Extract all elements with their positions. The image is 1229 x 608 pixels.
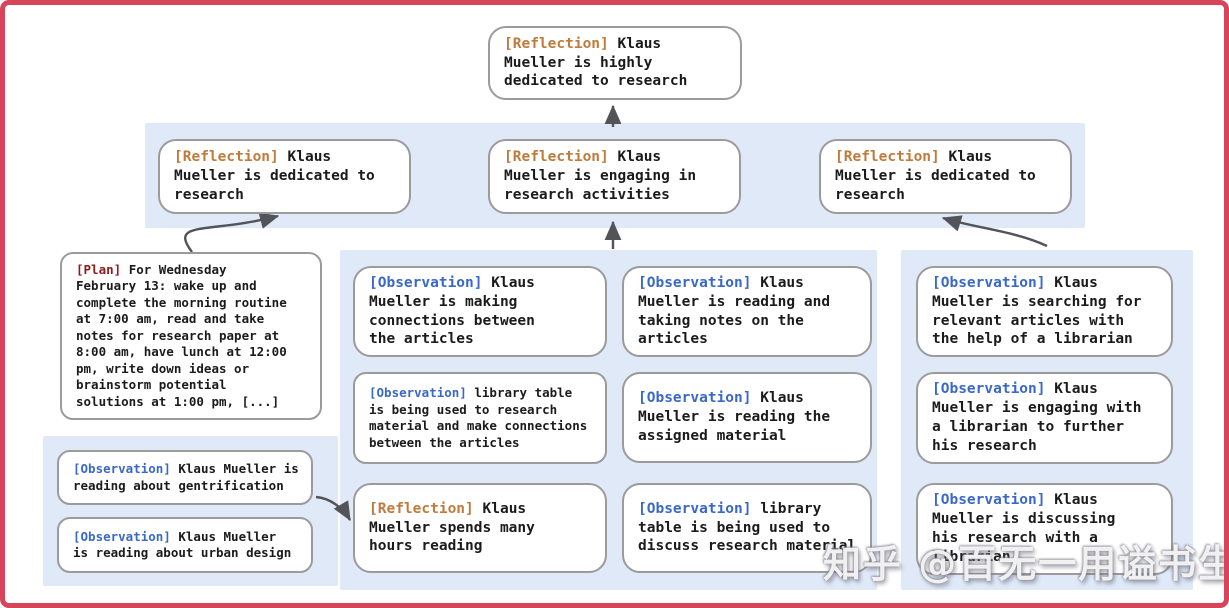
node-observation-mid1-col1: [Observation] Klaus Mueller is making co… [353, 266, 607, 357]
node-observation-left-1: [Observation] Klaus Mueller is reading a… [57, 450, 313, 505]
node-observation-right-3: [Observation] Klaus Mueller is discussin… [916, 483, 1173, 575]
node-text: [Reflection] Klaus Mueller is dedicated … [174, 148, 399, 205]
node-body-text: library table is being used to research … [369, 385, 588, 450]
node-body-text: For Wednesday February 13: wake up and c… [76, 261, 287, 409]
reflection-tag-label: [Reflection] [835, 149, 940, 166]
node-text: [Plan] For Wednesday February 13: wake u… [76, 262, 310, 411]
node-observation-mid2-col1: [Observation] library table is being use… [353, 372, 607, 464]
node-body-text: Klaus Mueller is highly dedicated to res… [504, 35, 688, 90]
node-body-text: Klaus Mueller is dedicated to research [174, 149, 375, 203]
observation-tag-label: [Observation] [932, 274, 1046, 291]
node-reflection-l2-2: [Reflection] Klaus Mueller is engaging i… [488, 139, 741, 214]
observation-tag-label: [Observation] [369, 385, 467, 400]
node-body-text: Klaus Mueller is reading about gentrific… [73, 461, 299, 493]
node-text: [Reflection] Klaus Mueller spends many h… [369, 500, 595, 557]
node-body-text: library table is being used to discuss r… [638, 500, 857, 555]
node-text: [Reflection] Klaus Mueller is engaging i… [504, 148, 729, 205]
reflection-tag-label: [Reflection] [369, 500, 474, 517]
node-body-text: Klaus Mueller is engaging in research ac… [504, 149, 697, 203]
node-body-text: Klaus Mueller is making connections betw… [369, 274, 535, 348]
observation-tag-label: [Observation] [638, 390, 752, 407]
node-text: [Observation] Klaus Mueller is searching… [932, 274, 1161, 349]
node-text: [Observation] library table is being use… [638, 500, 860, 557]
observation-tag-label: [Observation] [638, 500, 752, 517]
node-observation-left-2: [Observation] Klaus Mueller is reading a… [57, 517, 313, 573]
node-reflection-root: [Reflection] Klaus Mueller is highly ded… [488, 26, 742, 100]
node-text: [Observation] Klaus Mueller is reading a… [638, 274, 860, 349]
node-reflection-l2-3: [Reflection] Klaus Mueller is dedicated … [819, 139, 1072, 214]
node-text: [Observation] Klaus Mueller is engaging … [932, 380, 1161, 455]
node-body-text: Klaus Mueller spends many hours reading [369, 500, 535, 555]
node-observation-right-1: [Observation] Klaus Mueller is searching… [916, 266, 1173, 357]
node-observation-right-2: [Observation] Klaus Mueller is engaging … [916, 372, 1173, 464]
node-body-text: Klaus Mueller is discussing his research… [932, 492, 1116, 565]
node-body-text: Klaus Mueller is reading the assigned ma… [638, 390, 831, 444]
node-text: [Observation] Klaus Mueller is reading a… [73, 529, 301, 562]
node-body-text: Klaus Mueller is dedicated to research [835, 149, 1036, 203]
reflection-tag-label: [Reflection] [174, 149, 279, 166]
reflection-tag-label: [Reflection] [504, 149, 609, 166]
observation-tag-label: [Observation] [73, 528, 171, 544]
node-text: [Observation] library table is being use… [369, 385, 595, 451]
node-observation-mid3-col2: [Observation] library table is being use… [622, 483, 872, 573]
node-observation-mid2-col2: [Observation] Klaus Mueller is reading t… [622, 372, 872, 463]
node-reflection-l2-1: [Reflection] Klaus Mueller is dedicated … [158, 139, 411, 214]
observation-tag-label: [Observation] [932, 492, 1046, 509]
plan-tag-label: [Plan] [76, 261, 122, 277]
watermark-text: 知乎 @百无一用谥书生 [823, 542, 1229, 586]
reflection-tag-label: [Reflection] [504, 35, 609, 52]
observation-tag-label: [Observation] [73, 461, 171, 476]
node-text: [Observation] Klaus Mueller is reading a… [73, 461, 301, 494]
observation-tag-label: [Observation] [638, 274, 752, 291]
node-text: [Observation] Klaus Mueller is reading t… [638, 389, 860, 446]
node-body-text: Klaus Mueller is reading and taking note… [638, 274, 831, 348]
observation-tag-label: [Observation] [369, 274, 483, 291]
node-body-text: Klaus Mueller is reading about urban des… [73, 528, 292, 561]
node-text: [Reflection] Klaus Mueller is dedicated … [835, 148, 1060, 205]
node-body-text: Klaus Mueller is engaging with a librari… [932, 381, 1142, 454]
observation-tag-label: [Observation] [932, 381, 1046, 398]
node-plan: [Plan] For Wednesday February 13: wake u… [60, 252, 322, 420]
node-text: [Reflection] Klaus Mueller is highly ded… [504, 35, 730, 92]
node-text: [Observation] Klaus Mueller is discussin… [932, 491, 1161, 566]
node-observation-mid1-col2: [Observation] Klaus Mueller is reading a… [622, 266, 872, 357]
node-body-text: Klaus Mueller is searching for relevant … [932, 274, 1142, 348]
node-reflection-hours-reading: [Reflection] Klaus Mueller spends many h… [353, 483, 607, 573]
node-text: [Observation] Klaus Mueller is making co… [369, 274, 595, 349]
